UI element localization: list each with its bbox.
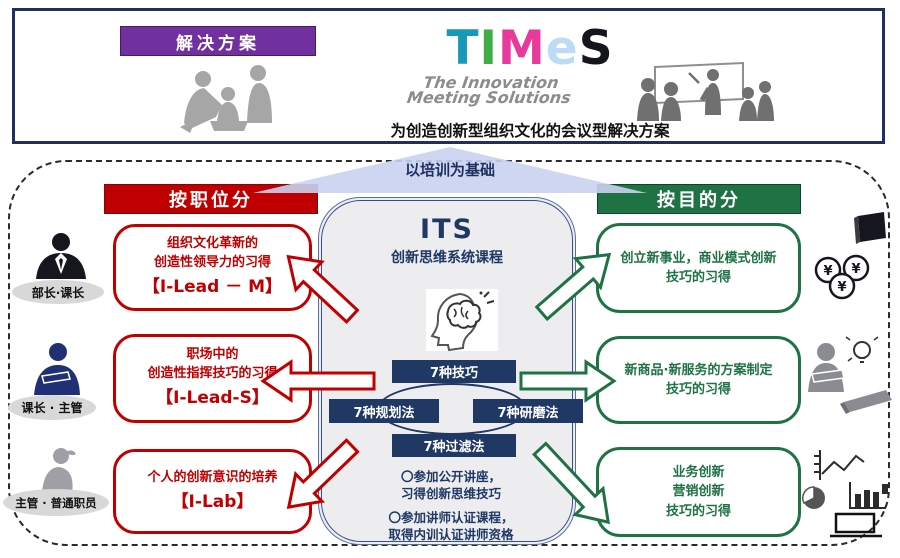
skill-bottom-chip: 7种过滤法: [392, 434, 516, 457]
by-purpose-label: 按目的分: [657, 190, 741, 211]
its-title: ITS: [420, 214, 474, 245]
director-silhouette-icon: [36, 233, 86, 279]
bullet-certification: 〇参加讲师认证课程， 取得内训认证讲师资格: [332, 510, 570, 544]
goal2-line2: 技巧的习得: [665, 382, 731, 397]
job-box-ilab: 个人的创新意识的培养 【I-Lab】: [113, 449, 312, 534]
its-course-box: ITS 创新思维系统课程 7种技巧 7种规划法: [318, 197, 583, 545]
job1-line2: 创造性领导力的习得: [153, 255, 271, 271]
role-label-staff: 主管 · 普通职员: [3, 489, 109, 516]
coin-symbol-3: ¥: [837, 280, 846, 295]
logo-letter-m: M: [498, 21, 546, 76]
logo-letter-t: T: [446, 21, 480, 76]
role3-text: 主管 · 普通职员: [15, 495, 97, 510]
section-chief-silhouette-icon: [34, 343, 80, 395]
goal-box-new-business: 创立新事业，商业模式创新 技巧的习得: [596, 223, 801, 313]
book-and-coins-icon: ¥ ¥ ¥: [814, 212, 886, 300]
skill-left-chip: 7种规划法: [329, 399, 439, 423]
by-position-header: 按职位分: [104, 184, 318, 214]
logo-letter-i: I: [479, 21, 499, 76]
goal3-line1: 业务创新: [672, 464, 725, 480]
logo-tagline: The Innovation Meeting Solutions: [363, 73, 617, 108]
goal-box-new-product: 新商品·新服务的方案制定 技巧的习得: [596, 336, 801, 424]
job2-line1: 职场中的: [186, 347, 239, 363]
role-label-section-chief: 课长 · 主管: [8, 395, 96, 420]
job-box-ilead-s: 职场中的 创造性指挥技巧的习得 【I-Lead-S】: [113, 334, 312, 423]
job2-code: 【I-Lead-S】: [156, 388, 269, 409]
skill-top-chip: 7种技巧: [392, 360, 516, 383]
job1-code: 【I-Lead － M】: [142, 277, 283, 298]
solution-label-text: 解决方案: [176, 33, 260, 54]
job-box-ilead-m: 组织文化革新的 创造性领导力的习得 【I-Lead － M】: [113, 224, 312, 311]
header-subtitle: 为创造创新型组织文化的会议型解决方案: [390, 122, 670, 140]
solution-label: 解决方案: [120, 26, 316, 56]
skill-right-label: 7种研磨法: [497, 405, 559, 421]
role-label-director: 部长·课长: [12, 280, 104, 304]
job2-line2: 创造性指挥技巧的习得: [147, 366, 278, 382]
role2-text: 课长 · 主管: [21, 401, 83, 415]
goal1-line2: 技巧的习得: [665, 270, 731, 285]
job1-line1: 组织文化革新的: [166, 236, 258, 252]
job3-line1: 个人的创新意识的培养: [147, 469, 278, 485]
logo-letter-e: e: [545, 21, 579, 76]
skill-right-chip: 7种研磨法: [473, 399, 583, 423]
bullet-open-lecture: 〇参加公开讲座， 习得创新思维技巧: [332, 469, 570, 503]
solution-header-box: 解决方案 TIMeS The Innovation Meeting Soluti…: [12, 8, 885, 144]
skill-bottom-label: 7种过滤法: [423, 440, 485, 455]
meeting-people-icon: [180, 65, 272, 133]
by-purpose-header: 按目的分: [597, 184, 801, 214]
coin-symbol-2: ¥: [851, 262, 860, 277]
by-position-label: 按职位分: [169, 190, 253, 211]
bullet2-line1: 〇参加讲师认证课程，: [388, 509, 514, 525]
its-bullet-notes: 〇参加公开讲座， 习得创新思维技巧 〇参加讲师认证课程， 取得内训认证讲师资格: [332, 469, 570, 544]
bullet1-line2: 习得创新思维技巧: [400, 485, 501, 501]
logo-letter-s: S: [578, 21, 614, 76]
goal-box-operations: 业务创新 营销创新 技巧的习得: [596, 447, 801, 537]
tagline-line2: Meeting Solutions: [405, 88, 573, 108]
goal3-line2: 营销创新: [672, 484, 725, 500]
bullet2-line2: 取得内训认证讲师资格: [388, 526, 514, 542]
coin-symbol-1: ¥: [823, 264, 832, 279]
job3-code: 【I-Lab】: [171, 491, 254, 512]
goal3-line3: 技巧的习得: [665, 503, 731, 519]
times-logo: TIMeS: [400, 25, 660, 72]
analytics-charts-icon: [802, 450, 888, 538]
its-subtitle: 创新思维系统课程: [391, 250, 503, 266]
goal1-line1: 创立新事业，商业模式创新: [620, 250, 777, 266]
skill-top-label: 7种技巧: [429, 366, 479, 381]
idea-person-laptop-icon: [808, 336, 892, 414]
presentation-people-icon: [637, 61, 774, 121]
role1-text: 部长·课长: [31, 285, 85, 300]
its-course-box-inner-border: ITS 创新思维系统课程 7种技巧 7种规划法: [321, 200, 583, 544]
goal2-line1: 新商品·新服务的方案制定: [624, 362, 773, 378]
skill-left-label: 7种规划法: [353, 405, 415, 421]
brain-head-icon: [426, 289, 498, 352]
bullet1-line1: 〇参加公开讲座，: [400, 469, 501, 484]
